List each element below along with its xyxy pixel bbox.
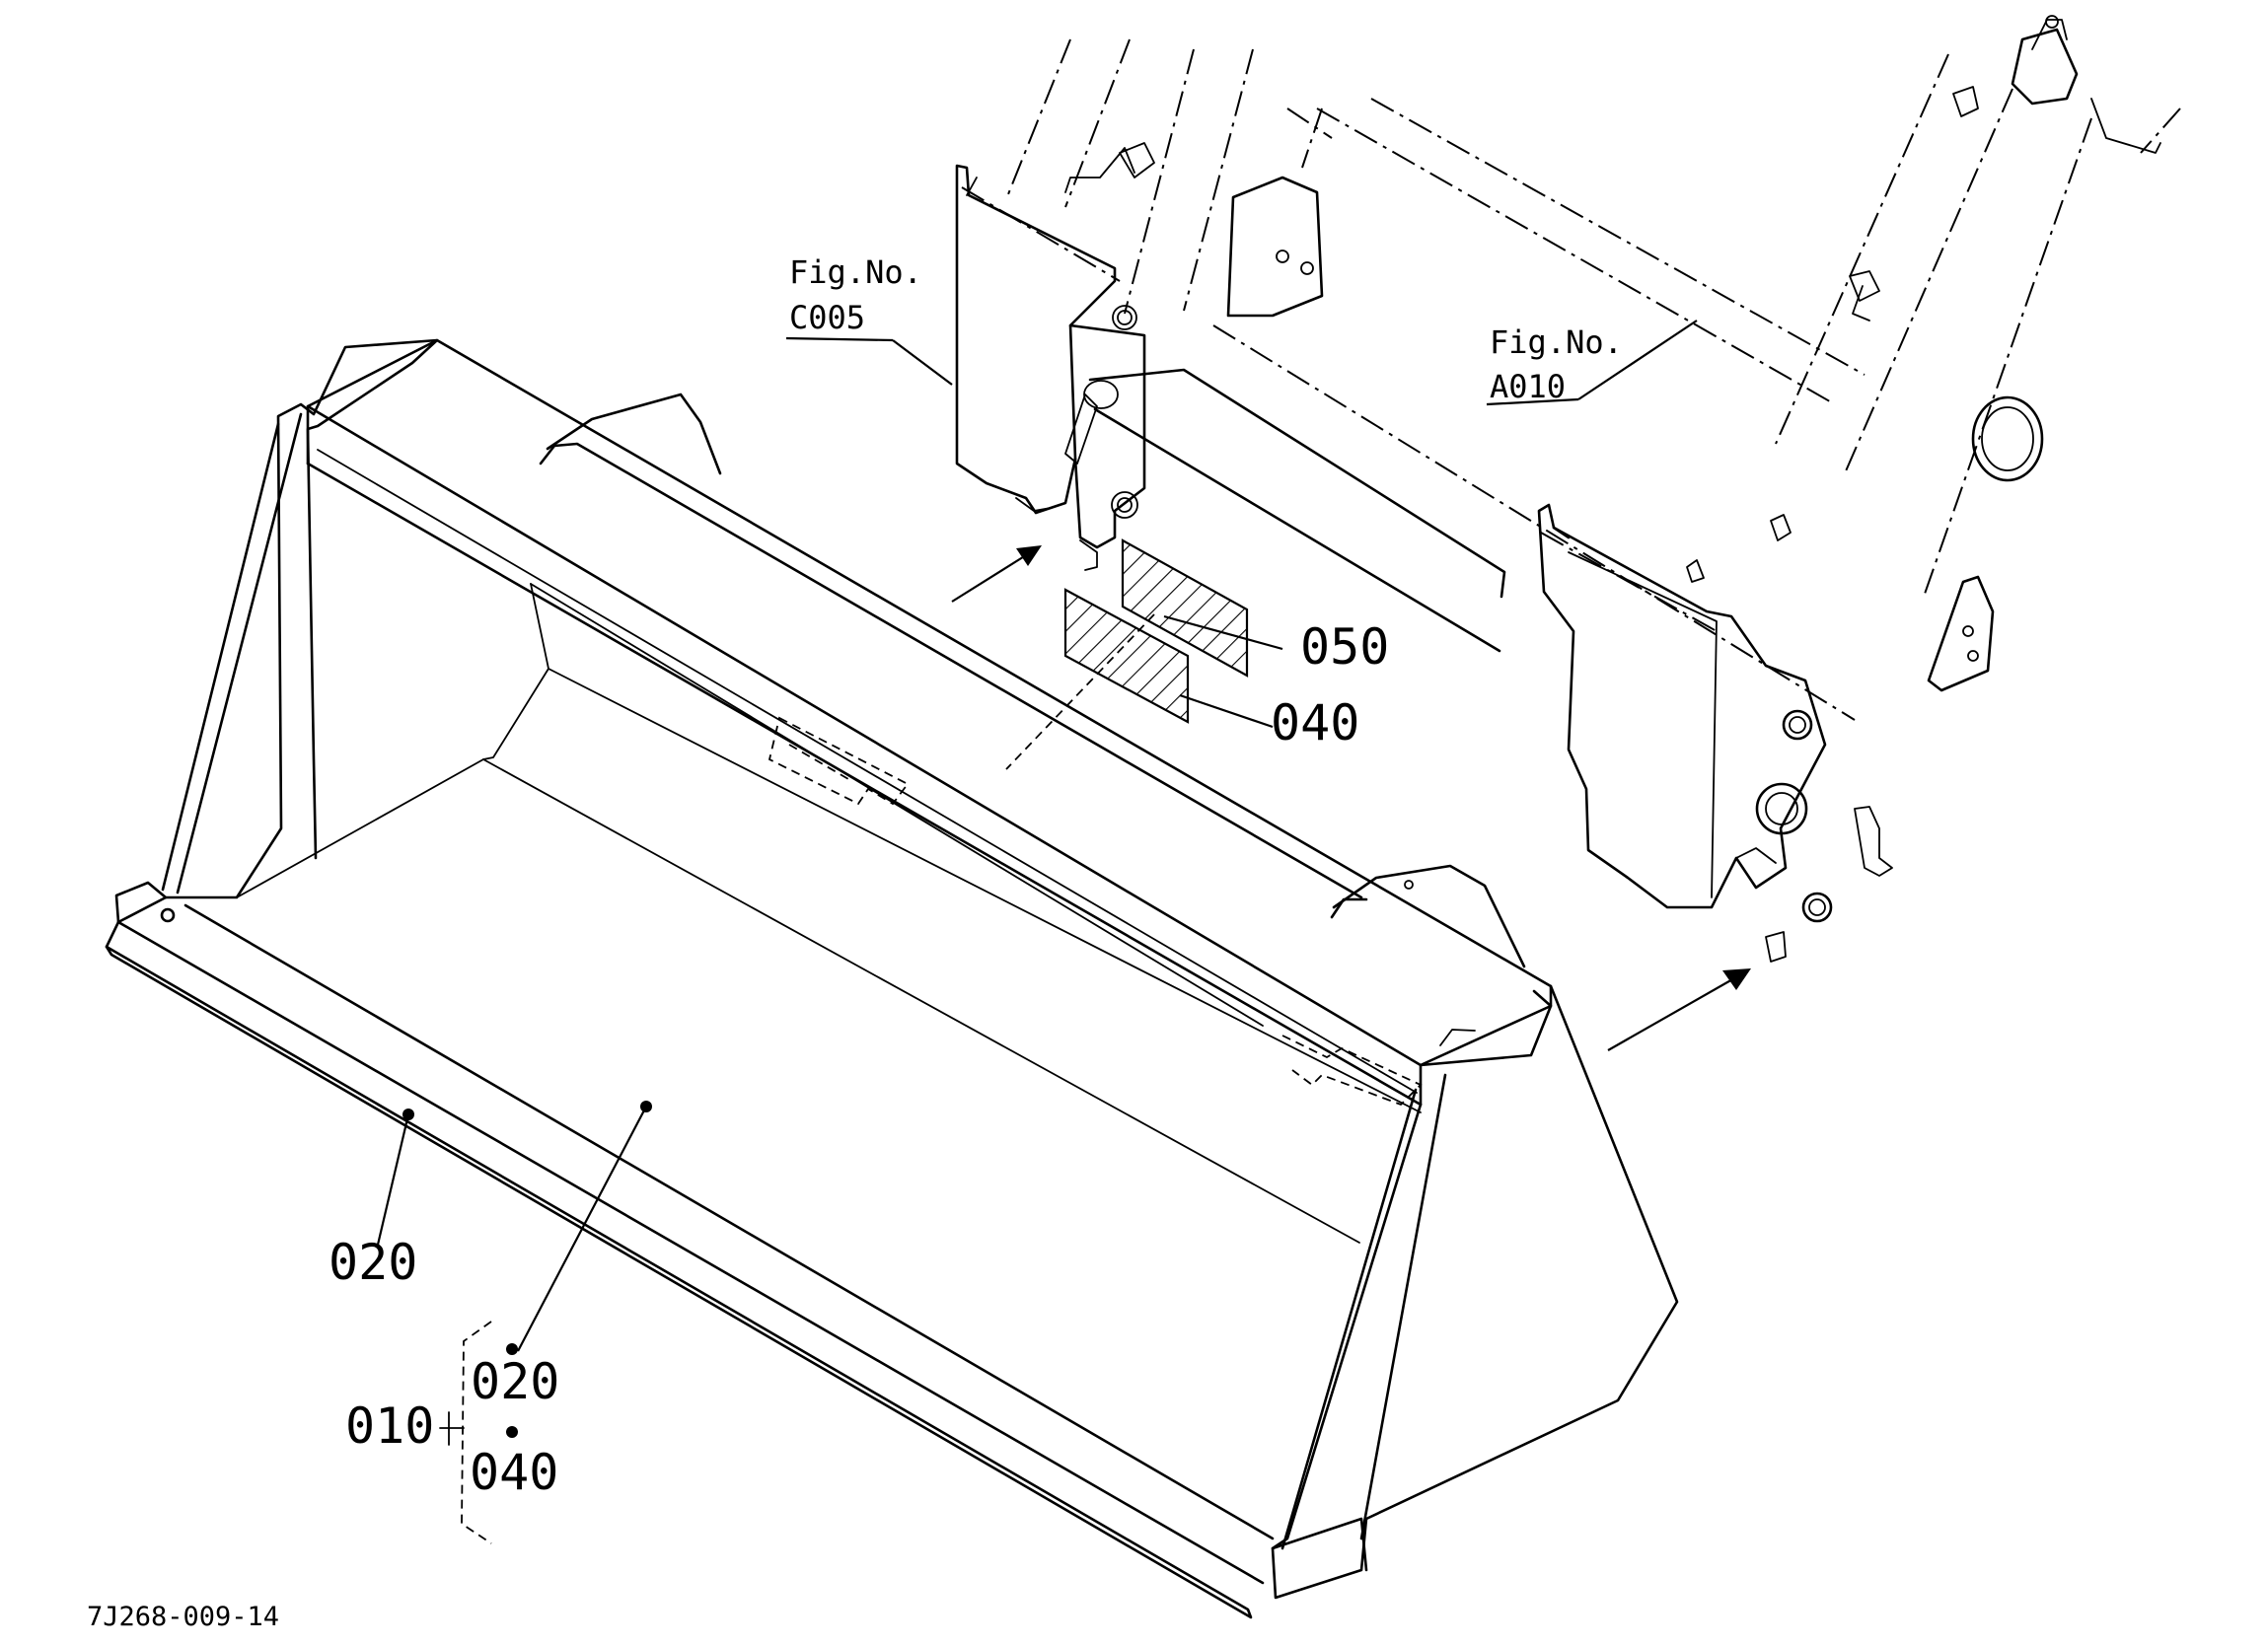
callout-020-kit: 020 [471,1353,559,1410]
left-mount-frame [955,38,1333,571]
bucket-drawing [105,338,1679,1619]
drawing-code: 7J268-009-14 [87,1602,279,1632]
right-mount-frame [1537,15,2181,963]
callout-050: 050 [1300,618,1389,676]
assembly-arrows [951,545,1751,1051]
callout-020-edge: 020 [329,1234,417,1291]
decal-position-line [1005,613,1155,770]
callout-010: 010 [345,1397,434,1455]
decal-040-drawing [1063,588,1190,724]
callout-040-kit: 040 [470,1444,558,1501]
fig-ref-c005-line1: Fig.No. [789,253,922,291]
cross-tube [1083,98,1866,721]
fig-ref-c005-line2: C005 [789,299,865,336]
fig-ref-a010-line2: A010 [1490,368,1566,405]
callout-040: 040 [1271,694,1359,751]
leader-lines [376,320,1698,1544]
fig-ref-a010-line1: Fig.No. [1490,323,1623,361]
decal-050-drawing [1121,538,1249,678]
